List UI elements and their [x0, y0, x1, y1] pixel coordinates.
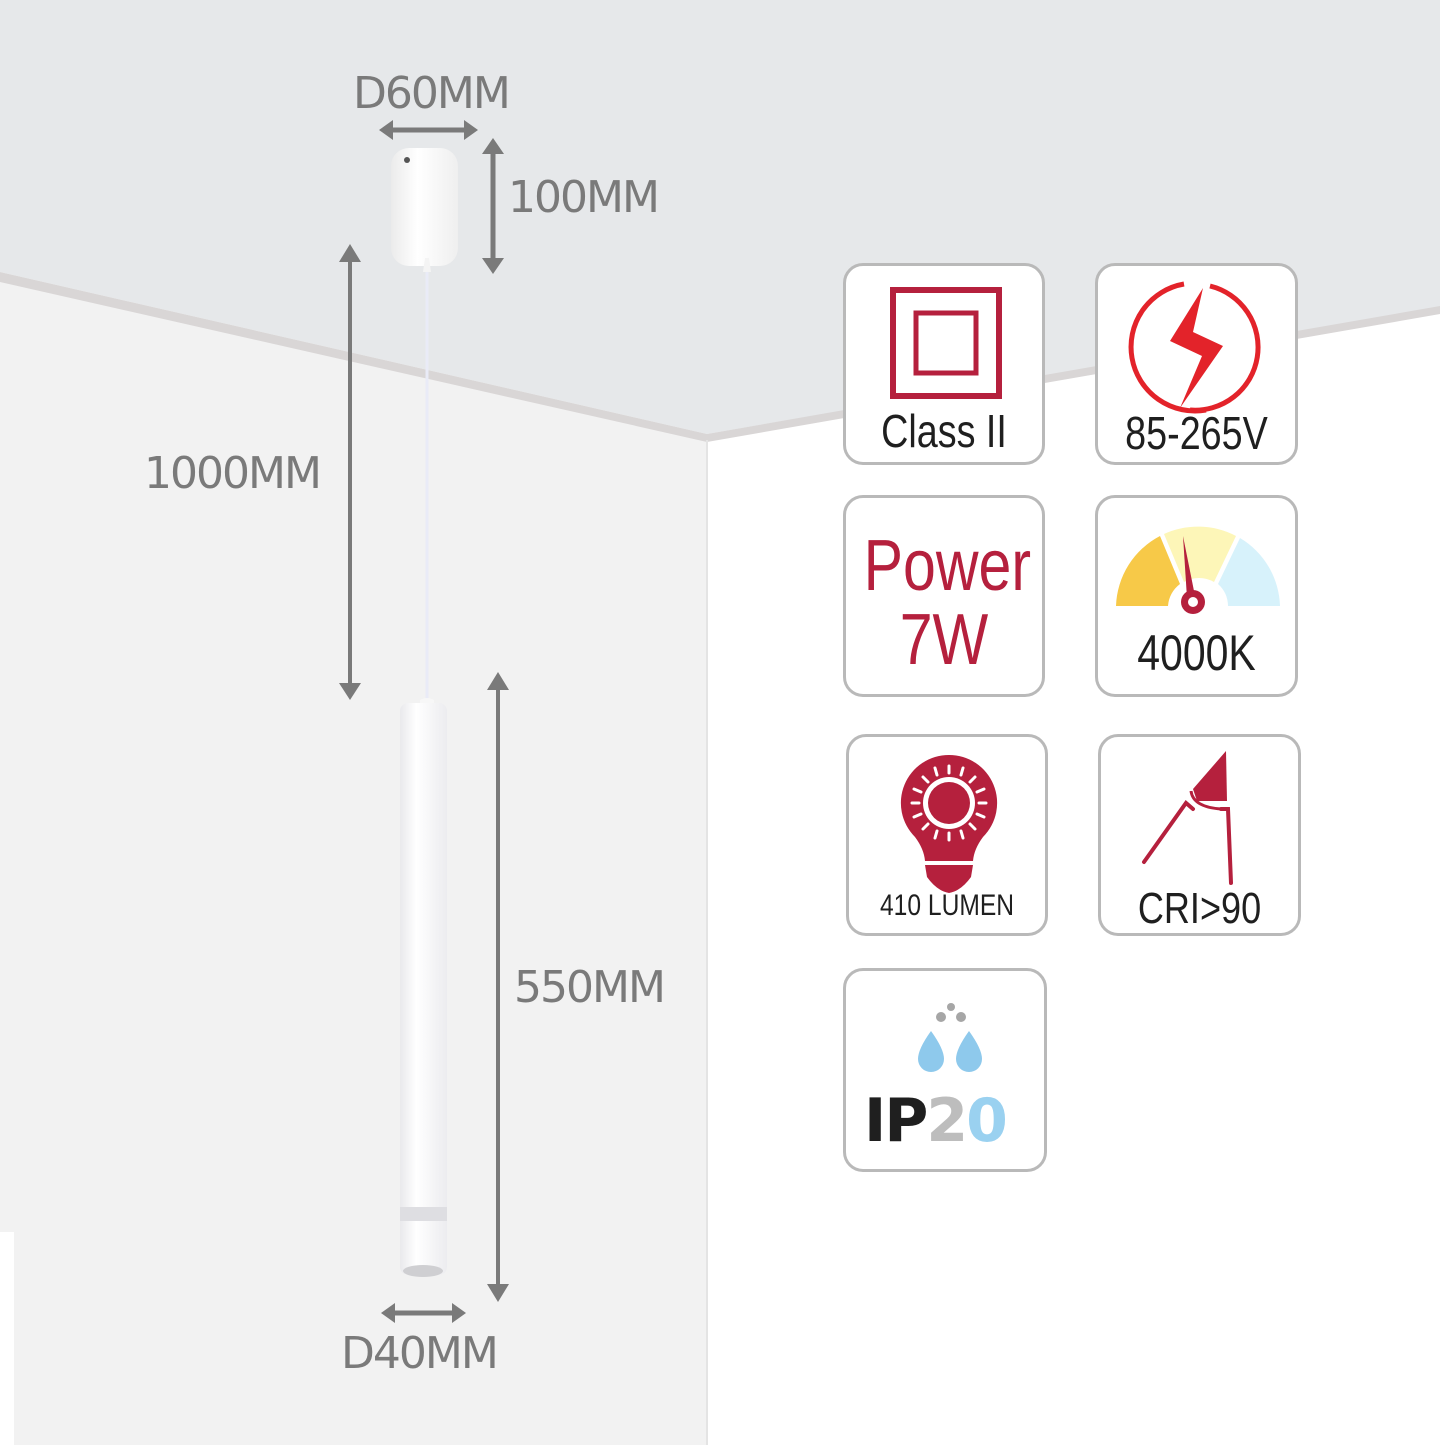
canopy-height-label: 100MM [508, 172, 660, 223]
ip-prefix: IP [864, 1086, 928, 1156]
body-diameter-label: D40MM [341, 1328, 499, 1379]
power-value: 7W [899, 600, 989, 680]
left-wall [0, 280, 707, 1445]
feature-card-cri: CRI>90 [1098, 734, 1301, 936]
feature-card-lumen: 410 LUMEN [846, 734, 1048, 936]
double-square-icon [890, 287, 1002, 399]
feature-label: 410 LUMEN [880, 889, 1014, 922]
power-title: Power [863, 526, 1031, 606]
feature-card-power: Power 7W [843, 495, 1045, 697]
ceiling-canopy [391, 148, 458, 266]
feature-label: CRI>90 [1137, 884, 1262, 933]
feature-card-ip-rating: IP20 [843, 968, 1047, 1172]
ip-digit-water: 0 [966, 1086, 1008, 1156]
cable-length-label: 1000MM [144, 448, 322, 499]
lightning-bolt-icon [1128, 281, 1261, 414]
feature-card-class-ii: Class II [843, 263, 1045, 465]
ceiling-edge-left [0, 272, 707, 442]
lamp-body [400, 703, 447, 1275]
ip-digit-dust: 2 [926, 1086, 968, 1156]
canopy-diameter-label: D60MM [353, 68, 511, 119]
lamp-ring [400, 1207, 447, 1221]
feature-card-voltage: 85-265V [1095, 263, 1298, 465]
feature-label: Class II [881, 405, 1007, 457]
body-length-label: 550MM [514, 962, 666, 1013]
ceiling [0, 0, 1440, 434]
cri-angle-icon [1142, 751, 1233, 885]
feature-card-color-temperature: 4000K [1095, 495, 1298, 697]
ip-rating-label: IP20 [864, 1091, 1008, 1151]
feature-label: 4000K [1137, 625, 1256, 681]
light-bulb-icon [900, 754, 998, 893]
gauge-icon [1116, 526, 1280, 614]
lamp-opening [403, 1265, 443, 1277]
water-drops-icon [918, 1003, 982, 1072]
feature-label: 85-265V [1125, 407, 1268, 459]
